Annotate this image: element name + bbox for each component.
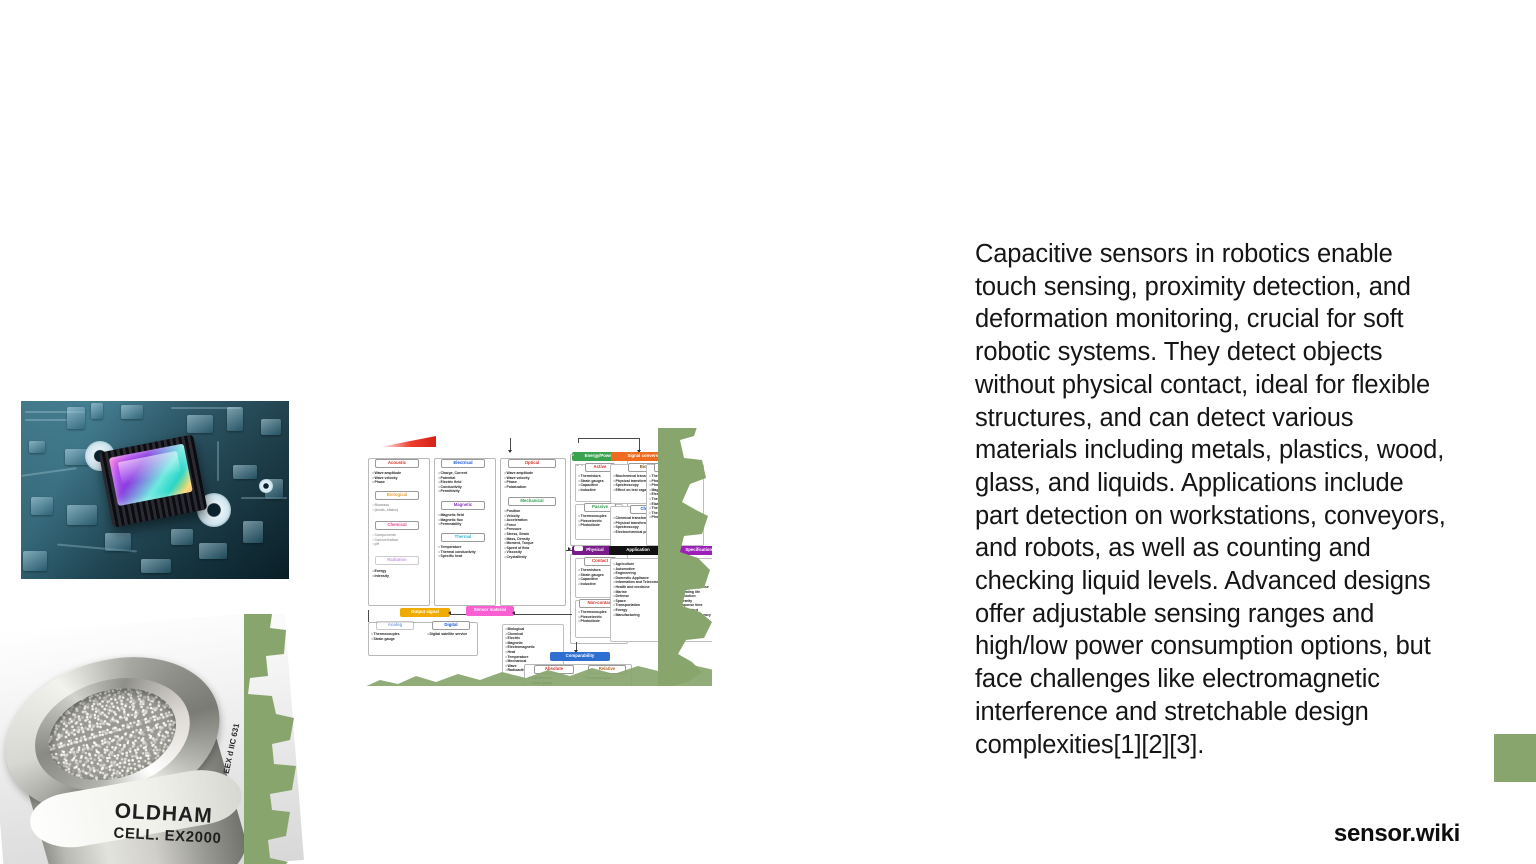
diagram-head-chemical: Chemical — [375, 521, 419, 531]
gas-sensor-image: OLDHAM CELL. EX2000 EEX d IIC 631 — [0, 614, 344, 864]
diagram-list-optical: Wave amplitude Wave velocity Phase Polar… — [503, 470, 565, 490]
diagram-head-acoustic: Acoustic — [375, 459, 419, 469]
diagram-list-sensor-material: Biological Chemical Electric Magnetic El… — [504, 626, 564, 674]
diagram-head-optical: Optical — [508, 459, 556, 469]
diagram-list-thermal: Temperature Thermal conductivity Specifi… — [437, 544, 495, 560]
diagram-list-non-contact: Thermocouples Piezoelectric Photodiode — [577, 609, 623, 625]
diagram-head-comparability: Comparability — [550, 652, 610, 662]
diagram-list-sig-biological: Biochemical transformation Physical tran… — [612, 473, 690, 493]
diagram-head-analog: Analog — [376, 621, 414, 631]
diagram-list-passive: Thermocouples Piezoelectric Photodiode — [577, 513, 623, 529]
body-text-block: Capacitive sensors in robotics enable to… — [975, 238, 1453, 761]
diagram-list-analog: Thermocouples Strain gauge — [370, 631, 422, 642]
diagram-list-acoustic: Wave amplitude Wave velocity Phase — [371, 470, 429, 486]
diagram-list-application: Agriculture Automotive Engineering Domes… — [612, 561, 676, 618]
diagram-head-signal-conversion: Signal conversion — [611, 452, 681, 462]
diagram-head-physical: Physical — [572, 546, 618, 556]
diagram-list-magnetic: Magnetic field Magnetic flux Permeabilit… — [437, 512, 495, 528]
torn-paper-edge-diagram-right — [658, 428, 712, 686]
diagram-head-radiation: Radiation — [375, 556, 419, 566]
body-paragraph: Capacitive sensors in robotics enable to… — [975, 240, 1446, 759]
diagram-list-biological: Biomass (kinds, states) — [371, 502, 429, 513]
green-accent-square — [1494, 734, 1536, 782]
diagram-list-electrical: Charge, Current Potential Electric field… — [437, 470, 495, 495]
sensor-label-brand: OLDHAM CELL. EX2000 — [113, 799, 222, 848]
red-wedge-accent — [380, 436, 436, 447]
diagram-list-sig-chemical: Chemical transformation Physical transfo… — [612, 515, 690, 535]
diagram-head-thermal: Thermal — [441, 533, 485, 543]
circuit-board-image — [21, 401, 289, 579]
diagram-head-output-signal: Output signal — [400, 608, 450, 618]
diagram-list-contact: Thermistors Strain gauges Capacitive Ind… — [577, 567, 623, 587]
brand-logo-text: sensor.wiki — [1333, 820, 1460, 847]
diagram-head-sensor-material: Sensor material — [466, 606, 514, 616]
diagram-list-mechanical: Position Velocity Acceleration Force Pre… — [503, 508, 565, 561]
diagram-head-mechanical: Mechanical — [508, 497, 556, 507]
diagram-list-radiation: Energy Intensity — [371, 568, 429, 579]
diagram-list-active: Thermistors Strain gauges Capacitive Ind… — [577, 473, 623, 493]
diagram-head-electrical: Electrical — [441, 459, 485, 469]
sensor-classification-diagram: Acoustic Wave amplitude Wave velocity Ph… — [362, 428, 712, 686]
sensor-label-marking: EEX d IIC 631 — [221, 722, 242, 775]
diagram-head-energy-power: Energy/Power — [572, 452, 626, 462]
diagram-head-digital: Digital — [432, 621, 470, 631]
diagram-head-specifications: Specifications — [672, 546, 712, 556]
diagram-list-chemical: Components Concentration pH — [371, 532, 429, 548]
diagram-head-application: Application — [609, 546, 667, 556]
torn-paper-edge-left — [244, 614, 296, 864]
torn-paper-edge-diagram-bottom — [366, 664, 712, 686]
diagram-list-digital: Digital satellite service — [426, 631, 478, 638]
diagram-head-magnetic: Magnetic — [441, 501, 485, 511]
diagram-head-biological: Biological — [375, 491, 419, 501]
